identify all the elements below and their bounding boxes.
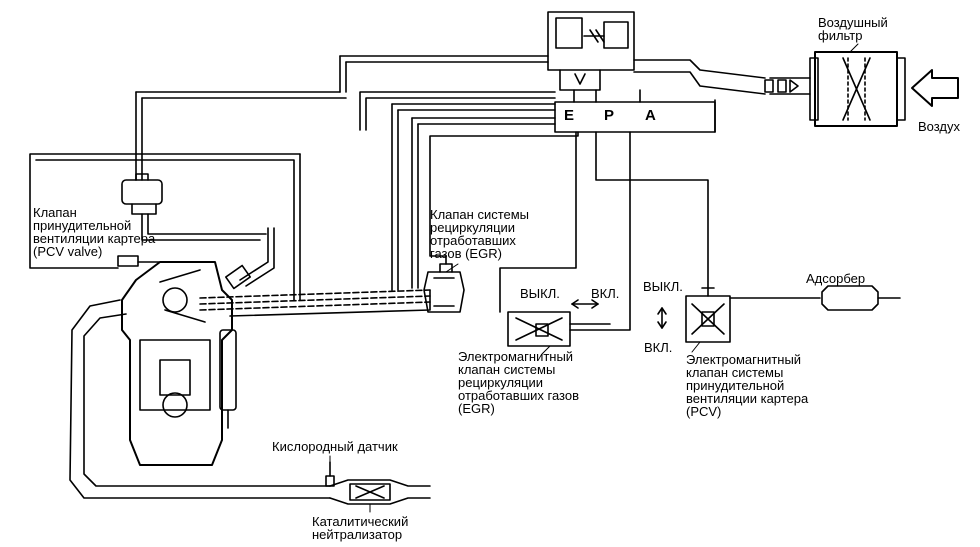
air-inlet-arrow-icon (911, 69, 959, 107)
adsorber-icon (821, 285, 901, 311)
catalytic-converter-label: Каталитический нейтрализатор (312, 514, 409, 542)
port-a-label: A (645, 107, 656, 124)
port-e-label: E (564, 107, 575, 124)
pcv-valve-label: Клапан принудительной вентиляции картера… (33, 205, 156, 259)
pcv-direction-arrow-icon (657, 307, 667, 329)
air-label: Воздух (918, 119, 961, 134)
egr-passage (199, 289, 431, 317)
port-p-label: P (604, 107, 615, 124)
pcv-on-label: ВКЛ. (644, 340, 673, 355)
pcv-solenoid-icon (595, 131, 821, 343)
egr-off-label: ВЫКЛ. (520, 286, 560, 301)
egr-solenoid-label: Электромагнитный клапан системы рециркул… (458, 349, 579, 416)
air-filter-label: Воздушный фильтр (818, 15, 888, 43)
egr-solenoid-icon (499, 131, 631, 347)
pcv-off-label: ВЫКЛ. (643, 279, 683, 294)
pcv-solenoid-label: Электромагнитный клапан системы принудит… (686, 352, 809, 419)
vacuum-port-block (554, 89, 716, 133)
egr-on-label: ВКЛ. (591, 286, 620, 301)
throttle-body-icon (547, 11, 766, 95)
adsorber-label: Адсорбер (806, 271, 866, 286)
egr-direction-arrow-icon (571, 299, 599, 309)
oxygen-sensor-label: Кислородный датчик (272, 439, 398, 454)
callout-lines (329, 43, 859, 513)
egr-valve-label: Клапан системы рециркуляции отработавших… (430, 207, 530, 261)
engine-block-icon (121, 227, 275, 466)
vacuum-hose-upper (135, 55, 716, 291)
air-filter-icon (764, 51, 906, 127)
exhaust-system (69, 299, 431, 505)
